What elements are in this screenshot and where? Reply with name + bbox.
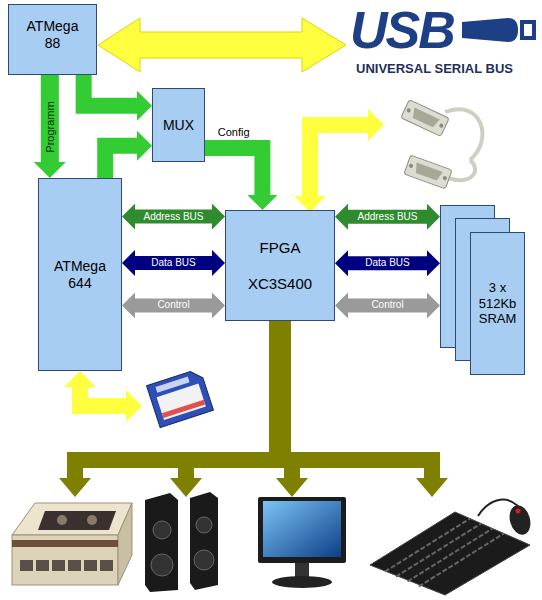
- datasette-key: [20, 560, 33, 571]
- datasette-key: [52, 560, 65, 571]
- edge-label: Programm: [44, 101, 55, 152]
- monitor-neck: [295, 563, 309, 578]
- usb-plug-tip: [520, 20, 536, 40]
- mcu-box: ATMega 88: [8, 4, 97, 75]
- config-arrow: [205, 148, 262, 195]
- connector-screw: [439, 123, 444, 128]
- serial-cable: [448, 160, 475, 180]
- db9-connector: [404, 155, 452, 189]
- usb-logo-text: USB: [350, 4, 454, 56]
- connector-screw: [406, 108, 411, 113]
- usb-plug-icon: [462, 18, 518, 42]
- box-text: ATMega 644: [52, 258, 108, 292]
- usb-plug-slot: [524, 24, 532, 36]
- speaker-body: [190, 492, 218, 590]
- datasette-key: [100, 560, 113, 571]
- connector-face: [413, 163, 443, 182]
- tape-window: [38, 511, 116, 530]
- output-arrow: [276, 466, 308, 497]
- control-bus: [135, 298, 212, 312]
- output-trunk: [269, 321, 291, 461]
- output-arrow: [416, 466, 448, 497]
- select-arrow: [84, 75, 137, 106]
- mouse: [506, 503, 533, 537]
- datasette-key: [36, 560, 49, 571]
- speakers: [145, 492, 218, 592]
- edge-label: Control: [371, 300, 403, 310]
- edge-label: Config: [218, 126, 250, 137]
- address-bus: [135, 210, 212, 224]
- usb-logo-subtitle: UNIVERSAL SERIAL BUS: [356, 62, 513, 75]
- data-bus: [348, 256, 427, 270]
- address-bus: [348, 210, 427, 224]
- box-text: FPGA: [260, 239, 301, 257]
- tape-reel: [57, 515, 67, 525]
- monitor-base: [272, 576, 332, 588]
- speaker-cone: [151, 554, 173, 576]
- connector-shell: [404, 155, 452, 189]
- card-contacts: [155, 377, 189, 393]
- fpga-box: FPGA XC3S400: [225, 210, 335, 321]
- key-row: [419, 534, 504, 587]
- datasette: [12, 503, 132, 585]
- select-arrow: [105, 146, 137, 178]
- connector-shell: [401, 100, 449, 137]
- speaker-cone: [196, 517, 212, 533]
- db9-connector: [401, 100, 449, 137]
- sram-chip: [471, 233, 525, 375]
- speaker-cone: [194, 550, 214, 570]
- keyboard: [370, 500, 534, 595]
- connector-screw: [409, 163, 414, 168]
- speaker-body: [145, 493, 178, 592]
- speaker-cone: [153, 521, 171, 539]
- edge-label: Address BUS: [143, 212, 203, 222]
- serial-cable: [445, 109, 482, 160]
- connector-screw: [442, 176, 447, 181]
- datasette-key: [68, 560, 81, 571]
- datasette-front: [12, 535, 118, 585]
- edge-label: Control: [157, 300, 189, 310]
- edge-label: Address BUS: [357, 212, 417, 222]
- connector-face: [410, 108, 440, 129]
- datasette-stripe: [12, 540, 118, 547]
- card-stripe: [162, 400, 205, 418]
- edge-label: Data BUS: [365, 258, 409, 268]
- sram-text-holder: 3 x 512Kb SRAM: [470, 232, 525, 375]
- mux-box: MUX: [152, 88, 205, 162]
- box-text: XC3S400: [248, 275, 312, 293]
- output-bar: [67, 452, 440, 468]
- mcu-box: ATMega 644: [38, 178, 122, 371]
- output-arrow: [59, 466, 91, 497]
- monitor-bezel: [258, 497, 346, 563]
- data-bus: [135, 256, 212, 270]
- card-body: [147, 368, 214, 427]
- datasette-side: [118, 503, 132, 585]
- keyboard-body: [370, 512, 530, 595]
- datasette-top: [12, 503, 132, 535]
- mouse-wheel: [516, 509, 521, 514]
- output-arrow: [170, 466, 202, 497]
- key-row: [396, 524, 481, 577]
- key-row: [408, 529, 493, 582]
- sram-stack-outline: [440, 205, 525, 375]
- usb-arrow: [98, 18, 346, 72]
- program-arrow: [41, 75, 59, 162]
- monitor-screen: [263, 501, 341, 557]
- datasette-key: [84, 560, 97, 571]
- monitor: [258, 497, 346, 588]
- box-text: ATMega 88: [25, 18, 81, 52]
- sram-stack: 3 x 512Kb SRAM: [440, 205, 525, 375]
- tape-reel: [87, 515, 97, 525]
- sd-arrow: [80, 387, 126, 406]
- edge-label: Data BUS: [151, 258, 195, 268]
- serial-arrow: [310, 125, 368, 196]
- box-text: MUX: [163, 117, 194, 134]
- box-text: 3 x 512Kb SRAM: [475, 280, 521, 327]
- sd-card: [147, 368, 214, 427]
- control-bus: [348, 298, 427, 312]
